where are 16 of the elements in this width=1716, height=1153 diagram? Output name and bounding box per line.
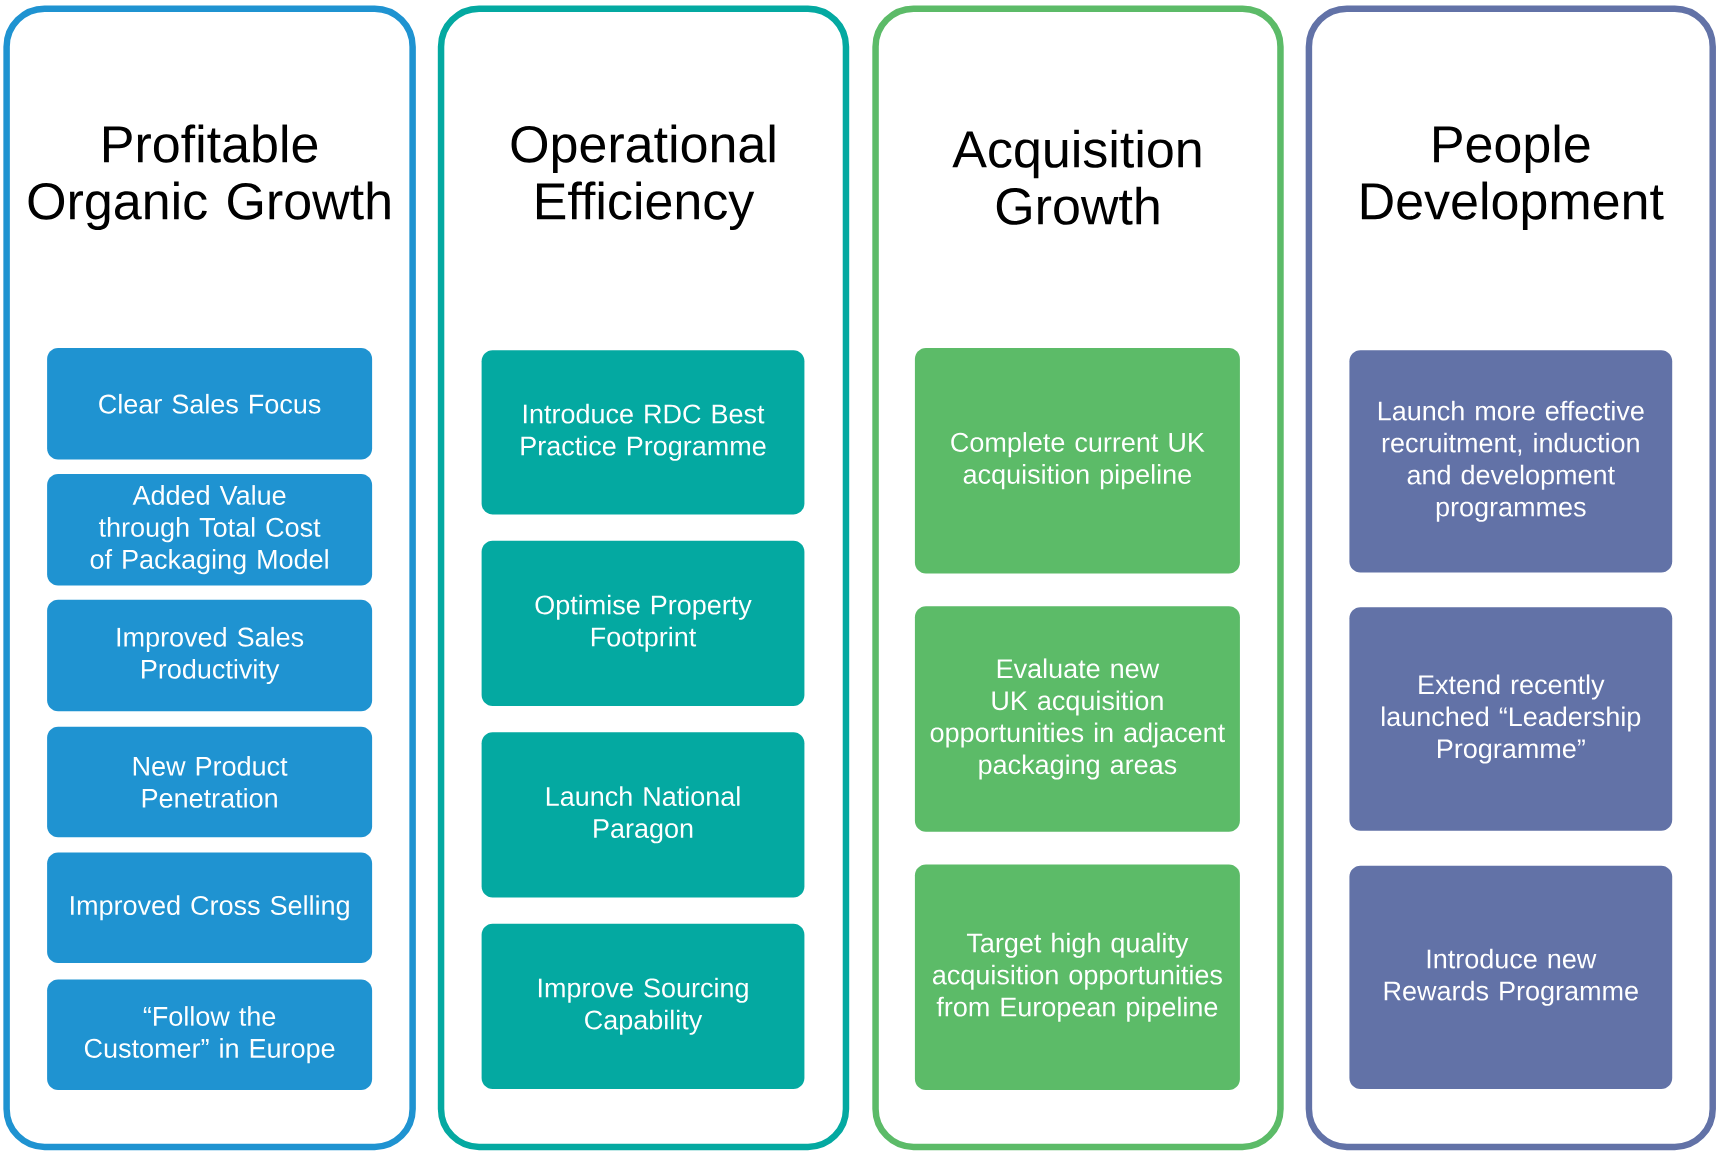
initiative-box: Extend recently launched “Leadership Programme” xyxy=(1349,607,1673,831)
initiative-box: Complete current UK acquisition pipeline xyxy=(914,348,1240,574)
initiative-box: Introduce RDC Best Practice Programme xyxy=(481,350,805,515)
initiative-box: Improve Sourcing Capability xyxy=(481,923,805,1089)
initiative-box: New Product Penetration xyxy=(47,726,373,838)
initiative-box: “Follow the Customer” in Europe xyxy=(47,979,373,1090)
initiative-box: Launch National Paragon xyxy=(481,732,805,898)
initiative-box: Improved Cross Selling xyxy=(47,852,373,964)
initiative-box: Launch more effective recruitment, induction and development programmes xyxy=(1349,350,1673,573)
initiative-box: Added Value through Total Cost of Packaging Model xyxy=(47,473,373,586)
initiative-box: Introduce new Rewards Programme xyxy=(1349,865,1673,1089)
initiative-box: Target high quality acquisition opportunities from European pipeline xyxy=(914,864,1240,1090)
initiative-box: Improved Sales Productivity xyxy=(47,599,373,712)
initiative-box: Optimise Property Footprint xyxy=(481,540,805,706)
initiative-box: Evaluate new UK acquisition opportunities in adjacent packaging areas xyxy=(914,606,1240,832)
initiative-box: Clear Sales Focus xyxy=(47,348,373,460)
